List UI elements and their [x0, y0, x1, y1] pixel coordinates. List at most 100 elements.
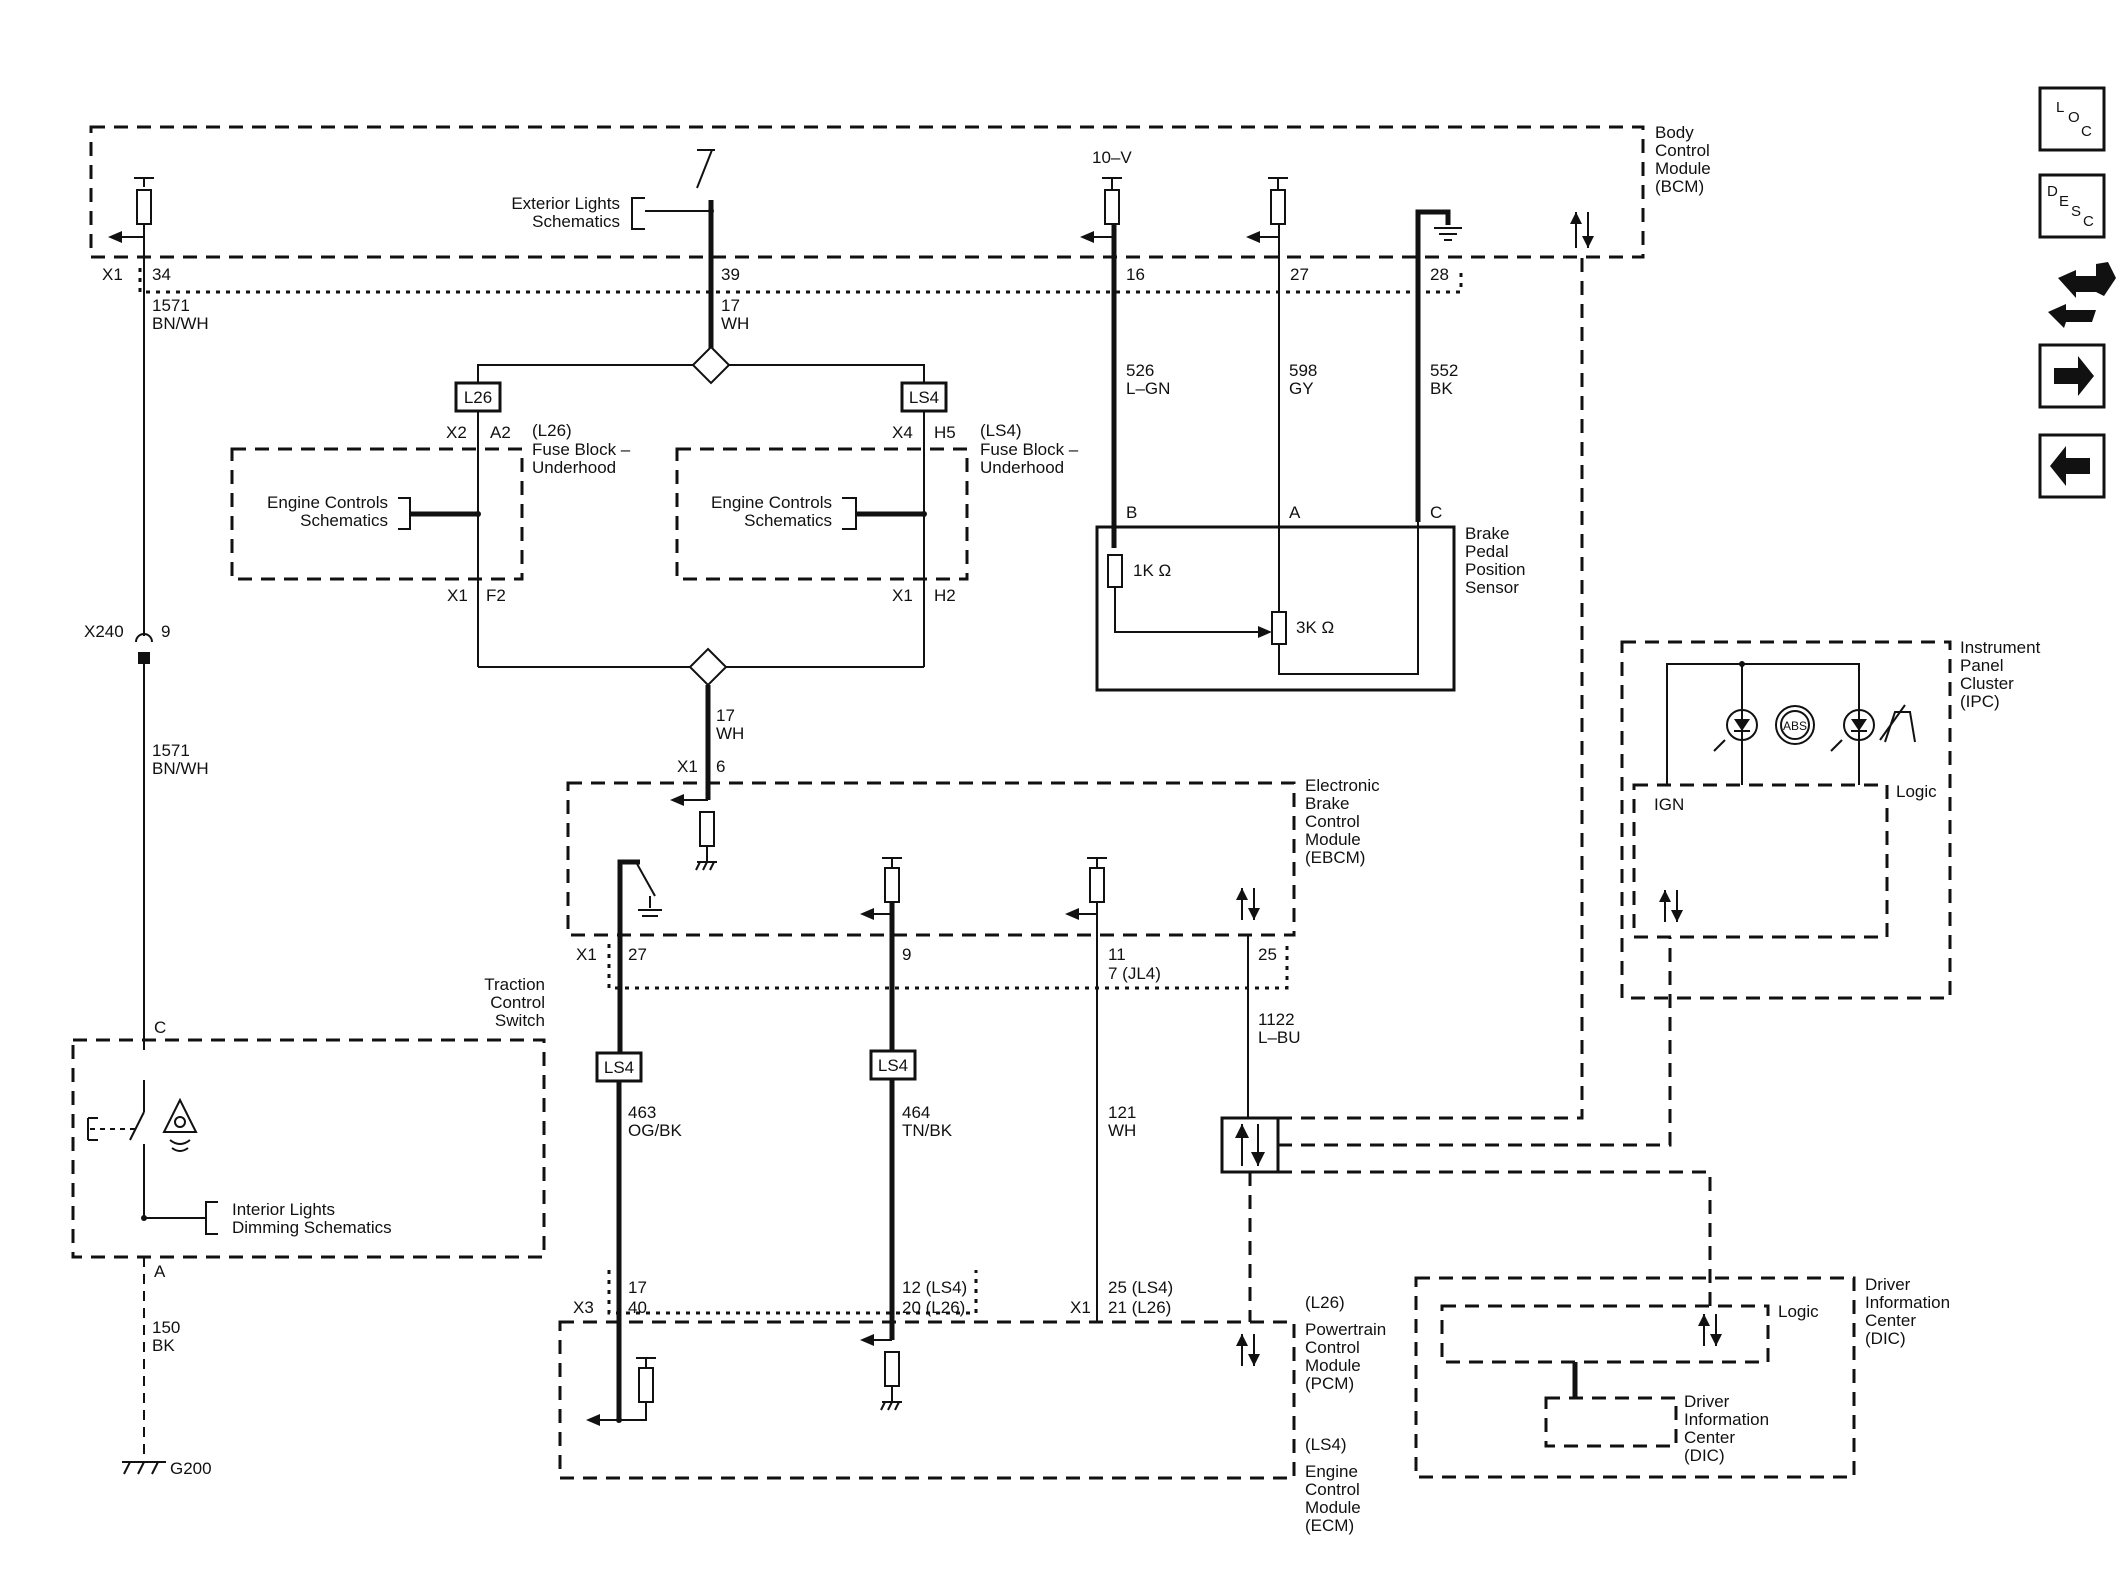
fuse-block-ls4: [675, 447, 969, 581]
brake-warning-lamp-icon: [1713, 709, 1758, 752]
abs-indicator-icon: ABS: [1775, 705, 1815, 745]
ebcm-pin27-circuit: [617, 859, 662, 1064]
svg-text:L26: L26: [464, 388, 492, 407]
ground-g200-label: G200: [170, 1459, 212, 1478]
conn-x2: X2: [446, 423, 467, 442]
conn-x1-pcm: X1: [1070, 1298, 1091, 1317]
pin-e9: 9: [902, 945, 911, 964]
dic-box: [1414, 1276, 1856, 1479]
ebcm-pin11-circuit: [1065, 857, 1107, 1322]
svg-text:LS4: LS4: [604, 1058, 634, 1077]
bcm-box: [89, 125, 1645, 259]
pcm-pin12-circuit: [860, 1334, 902, 1411]
ipc-serial-data-icon: [1659, 890, 1683, 922]
loc-button[interactable]: L O C: [2038, 86, 2106, 152]
svg-text:C: C: [2083, 213, 2094, 230]
resistor-3k: [1271, 611, 1287, 645]
svg-text:E: E: [2059, 193, 2069, 210]
pin-m17: 17: [628, 1278, 647, 1297]
description-icon: D: [2047, 183, 2058, 200]
bcm-pin16-circuit: [1080, 177, 1122, 548]
pin-e27: 27: [628, 945, 647, 964]
conn-x240: X240: [84, 622, 124, 641]
pin-e7: 7 (JL4): [1108, 964, 1161, 983]
svg-text:O: O: [2068, 109, 2080, 126]
next-arrow-icon: [2054, 356, 2094, 396]
pin-34: 34: [152, 265, 171, 284]
pin-c-tcs: C: [154, 1018, 166, 1037]
pin-m40: 40: [628, 1298, 647, 1317]
bcm-serial-data-icon: [1570, 212, 1594, 248]
conn-x1-ebcm: X1: [576, 945, 597, 964]
diagnostic-button[interactable]: [2048, 262, 2116, 328]
svg-text:LS4: LS4: [909, 388, 939, 407]
ebcm-pin9-circuit: [860, 857, 902, 1064]
resistor-1k: [1107, 554, 1123, 588]
fuse-block-l26: [230, 447, 524, 581]
dic-logic-box: [1440, 1304, 1770, 1364]
pin-b: B: [1126, 503, 1137, 522]
splice-bottom: [688, 647, 728, 687]
conn-x3: X3: [573, 1298, 594, 1317]
ebcm-pin6-circuit: [670, 794, 717, 871]
bcm-pin28-circuit: [1415, 209, 1462, 522]
label-10v: 10–V: [1092, 148, 1132, 167]
svg-text:LS4: LS4: [878, 1056, 908, 1075]
diagnostic-icon: [2048, 262, 2116, 328]
ground-g200-icon: [122, 1461, 166, 1475]
pin-39: 39: [721, 265, 740, 284]
conn-x1-f2: X1: [447, 586, 468, 605]
bcm-pin34-circuit: [108, 177, 154, 260]
serial-data-gateway: [1220, 1116, 1280, 1174]
pcm-ecm-box: [558, 1320, 1296, 1480]
pin-a-tcs: A: [154, 1262, 166, 1281]
svg-text:ABS: ABS: [1783, 719, 1807, 733]
pcm-serial-data-icon: [1236, 1334, 1260, 1366]
option-box-l26: [454, 381, 502, 413]
svg-text:C: C: [2081, 123, 2092, 140]
bcm-pin27-circuit: [1246, 177, 1288, 612]
next-button[interactable]: [2038, 343, 2106, 409]
pin-h2: H2: [934, 586, 956, 605]
exterior-lights-switch: [631, 149, 715, 360]
gateway-serial-data-icon: [1235, 1124, 1265, 1166]
label-3k: 3K Ω: [1296, 618, 1334, 637]
traction-control-switch[interactable]: [87, 1080, 145, 1218]
conn-x4: X4: [892, 423, 913, 442]
pin-h5: H5: [934, 423, 956, 442]
ipc-logic-label: Logic: [1896, 782, 1937, 801]
pin-a: A: [1289, 503, 1301, 522]
pin-28: 28: [1430, 265, 1449, 284]
ebcm-serial-data-icon: [1236, 888, 1260, 920]
location-icon: L: [2056, 99, 2064, 116]
pin-6: 6: [716, 757, 725, 776]
traction-off-icon: [162, 1097, 198, 1152]
conn-x1-ebcm6: X1: [677, 757, 698, 776]
label-1k: 1K Ω: [1133, 561, 1171, 580]
ipc-ign-label: IGN: [1654, 795, 1684, 814]
dic-logic-label: Logic: [1778, 1302, 1819, 1321]
pin-27: 27: [1290, 265, 1309, 284]
pin-x240-9: 9: [161, 622, 170, 641]
pin-e11: 11: [1108, 945, 1126, 964]
desc-button[interactable]: D E S C: [2038, 173, 2106, 239]
previous-button[interactable]: [2038, 433, 2106, 499]
dic-display-box: [1544, 1396, 1678, 1448]
